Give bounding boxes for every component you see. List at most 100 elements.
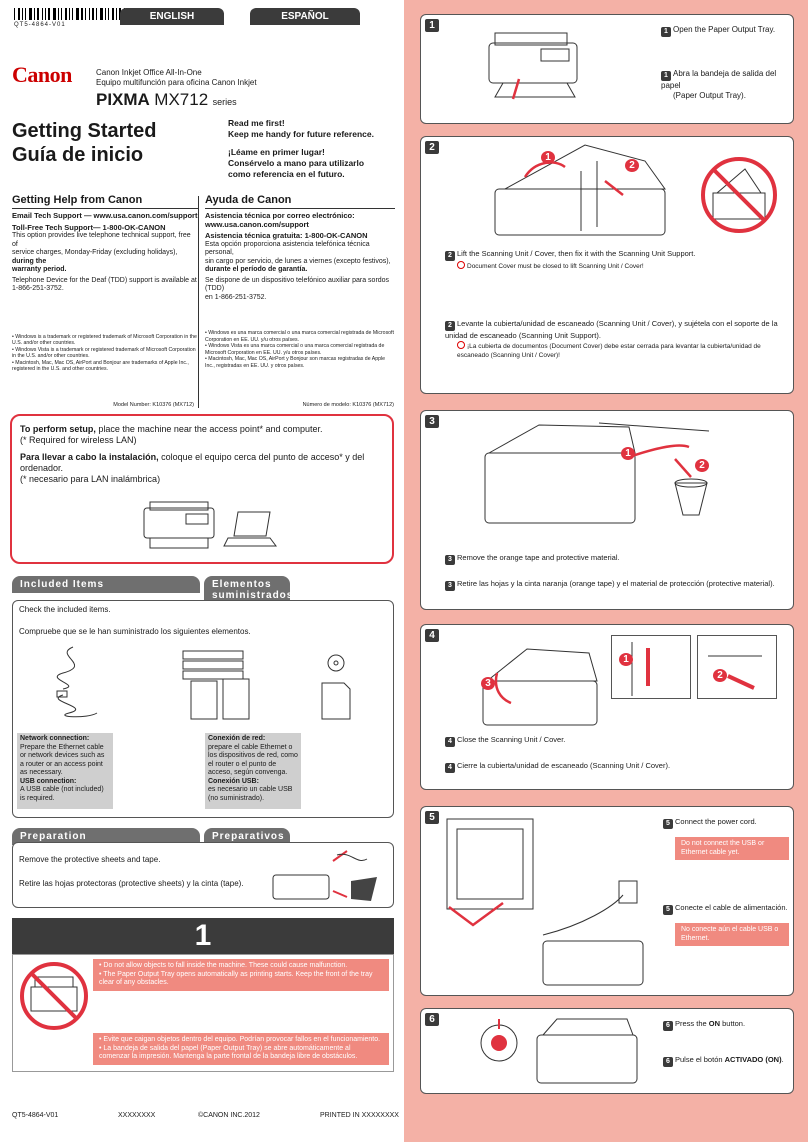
barcode-bar	[72, 8, 73, 20]
right-step-3-es-badge: 3	[445, 581, 455, 591]
read-me-es: ¡Léame en primer lugar! Consérvelo a man…	[228, 147, 364, 180]
footer-printed: PRINTED IN XXXXXXXX	[320, 1112, 399, 1119]
right-step-4-detail-2	[697, 635, 777, 699]
right-step-3-callout-1: 1	[621, 447, 635, 460]
barcode-bar	[61, 8, 62, 20]
setup-box: To perform setup, place the machine near…	[10, 414, 394, 564]
right-step-6-en-2: button.	[720, 1019, 746, 1028]
product-line: Canon Inkjet Office All-In-One Equipo mu…	[96, 68, 257, 88]
cable-icon	[56, 646, 98, 718]
right-step-2-es-badge: 2	[445, 321, 455, 331]
included-hdr-es-1: Elementos	[212, 579, 272, 590]
setup-en: To perform setup, place the machine near…	[20, 424, 384, 435]
step-1-es-2: • La bandeja de salida del papel (Paper …	[99, 1044, 358, 1061]
barcode-bar	[76, 8, 79, 20]
setup-en-bold: To perform setup,	[20, 424, 96, 434]
help-en-body-3: warranty period.	[12, 266, 67, 273]
barcode-bar	[81, 8, 83, 20]
right-step-5-en-text: Connect the power cord.	[675, 817, 757, 826]
included-hdr-es-2: suministrados	[212, 590, 294, 601]
right-step-1-es-1: Abra la bandeja de salida del papel	[661, 69, 777, 90]
help-en-trademarks: • Windows is a trademark or registered t…	[12, 334, 198, 374]
help-en-tdd-2: 1-866-251-3752.	[12, 285, 64, 292]
right-step-1-en-badge: 1	[661, 27, 671, 37]
canon-logo: Canon	[12, 62, 72, 87]
cd-icon	[321, 654, 351, 720]
help-es-body-2: sin cargo por servicio, de lunes a viern…	[205, 257, 391, 265]
footer-code: QT5-4864-V01	[12, 1112, 59, 1119]
right-step-5-number: 5	[425, 811, 439, 824]
help-es-tdd-1: Se dispone de un dispositivo telefónico …	[205, 276, 390, 293]
barcode-bar	[92, 8, 94, 20]
tab-espanol[interactable]: ESPAÑOL	[250, 8, 360, 25]
network-en-box: Network connection: Prepare the Ethernet…	[17, 733, 113, 809]
barcode-bar	[29, 8, 32, 20]
read-es-1: ¡Léame en primer lugar!	[228, 147, 325, 157]
barcode-bar	[100, 8, 103, 20]
help-es-body-1: Esta opción proporciona asistencia telef…	[205, 240, 370, 257]
model-number: MX712	[154, 90, 209, 109]
right-step-2-callout-1: 1	[541, 151, 555, 164]
help-es-tm-3: • Macintosh, Mac, Mac OS, AirPort y Bonj…	[205, 356, 385, 369]
help-en-body-2b: during the	[12, 257, 47, 265]
help-en: Getting Help from Canon Email Tech Suppo…	[12, 194, 198, 373]
right-step-2-en-badge: 2	[445, 251, 455, 261]
barcode-bar	[65, 8, 67, 20]
barcode-bar	[85, 8, 86, 20]
read-en-1: Read me first!	[228, 118, 285, 128]
step-1-es-1: • Evite que caigan objetos dentro del eq…	[99, 1036, 381, 1043]
product-line-es: Equipo multifunción para oficina Canon I…	[96, 78, 257, 87]
model-suffix: series	[212, 97, 237, 107]
network-en-body: Prepare the Ethernet cable or network de…	[20, 743, 105, 777]
help-en-tm-2: • Windows Vista is a trademark or regist…	[12, 346, 196, 360]
product-line-en: Canon Inkjet Office All-In-One	[96, 68, 202, 77]
preparation-es: Retire las hojas protectoras (protective…	[19, 879, 244, 888]
prohibited-icon	[457, 340, 465, 349]
step-1-es-1-text: Evite que caigan objetos dentro del equi…	[103, 1036, 381, 1043]
step-1-en-2: • The Paper Output Tray opens automatica…	[99, 970, 373, 987]
barcode-bar	[58, 8, 59, 20]
step-1-en-1-text: Do not allow objects to fall inside the …	[103, 962, 348, 969]
preparation-header-en: Preparation	[12, 828, 200, 845]
right-step-1-number: 1	[425, 19, 439, 32]
barcode-bar	[45, 8, 46, 20]
setup-es-note: (* necesario para LAN inalámbrica)	[20, 474, 161, 484]
right-step-4-en-badge: 4	[445, 737, 455, 747]
barcode-bar	[89, 8, 90, 20]
right-step-5-es-note: No conecte aún el cable USB o Ethernet.	[675, 923, 789, 946]
right-step-3-callout-2: 2	[695, 459, 709, 472]
network-en-title: Network connection:	[20, 735, 90, 742]
barcode-bar	[22, 8, 23, 20]
power-button-illustration	[480, 1018, 638, 1084]
preparation-header-es: Preparativos	[204, 828, 290, 845]
help-en-body-2: service charges, Monday-Friday (excludin…	[12, 249, 198, 266]
barcode-bar	[48, 8, 50, 20]
barcode-bar	[108, 8, 109, 20]
right-step-2-es-text: Levante la cubierta/unidad de escaneado …	[445, 319, 778, 340]
right-step-3-number: 3	[425, 415, 439, 428]
right-step-6-en-badge: 6	[663, 1021, 673, 1031]
setup-illustration	[143, 501, 277, 549]
tab-english[interactable]: ENGLISH	[120, 8, 224, 25]
barcode-bar	[116, 8, 117, 20]
ink-tanks-icon	[182, 650, 250, 720]
right-step-6-es-1: Pulse el botón	[675, 1055, 725, 1064]
model-prefix: PIXMA	[96, 90, 150, 109]
right-step-4-number: 4	[425, 629, 439, 642]
right-step-2-number: 2	[425, 141, 439, 154]
right-step-2-es-note: ¡La cubierta de documentos (Document Cov…	[445, 340, 789, 361]
barcode-bar	[53, 8, 56, 20]
barcode-bar	[105, 8, 106, 20]
right-step-6-es-bold: ACTIVADO (ON)	[724, 1055, 782, 1064]
